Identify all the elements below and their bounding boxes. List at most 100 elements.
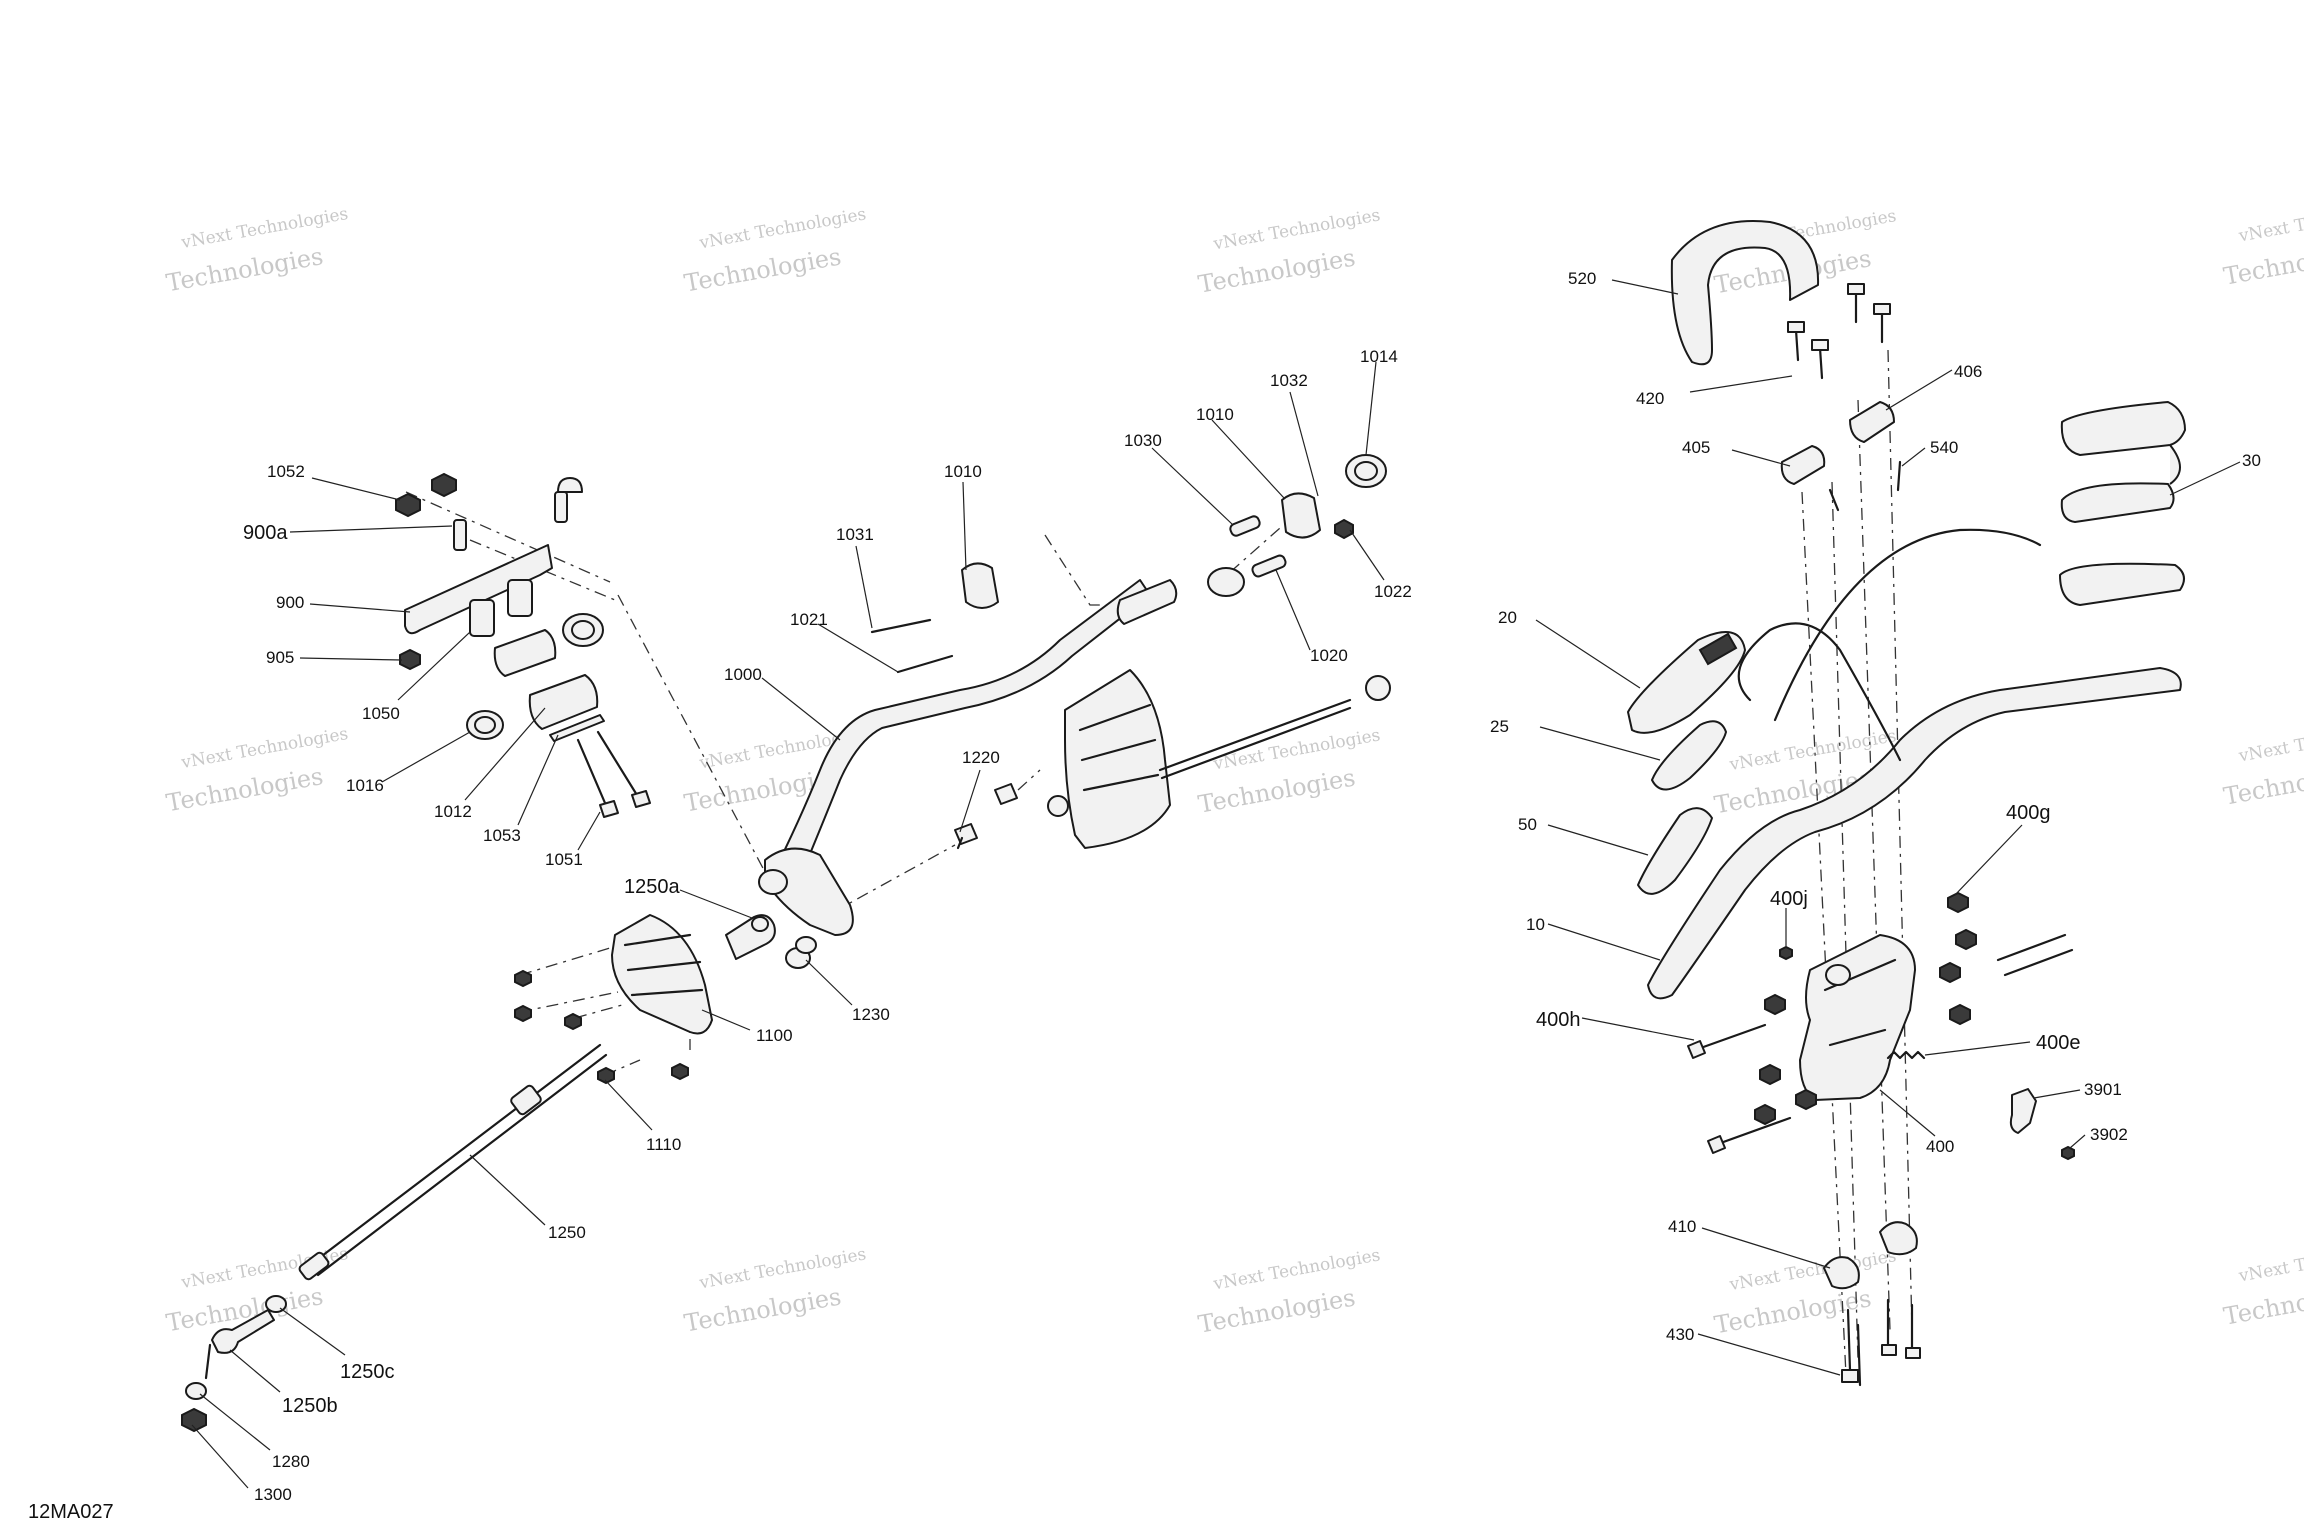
gear-housing-1100	[611, 914, 713, 1035]
leader-1010b	[1211, 419, 1285, 499]
shim-1053	[549, 714, 605, 742]
sleeve-50	[1637, 807, 1713, 895]
leader-25	[1539, 726, 1661, 761]
watermark: vNext Technologies Technologies	[2221, 197, 2304, 290]
screw-540	[1896, 460, 1902, 492]
callout-30: 30	[2242, 451, 2261, 470]
shaft-end	[298, 1251, 330, 1281]
bolt-1051	[596, 730, 642, 802]
bearing-block	[493, 629, 557, 677]
leader-405	[1731, 449, 1791, 467]
assembly-line	[519, 991, 619, 1013]
pin-1030	[1229, 515, 1261, 537]
bolt-1031	[870, 618, 932, 634]
watermark-text: vNext Technologies	[1211, 205, 1382, 254]
grip-30-b	[2059, 562, 2185, 606]
watermark-text: vNext Technologies	[2236, 197, 2304, 246]
tie-rod-end	[1365, 675, 1391, 701]
bolt-400h-head	[1687, 1040, 1706, 1059]
callout-1020: 1020	[1310, 646, 1348, 665]
callout-1250c: 1250c	[340, 1361, 395, 1383]
leader-1220	[959, 769, 981, 833]
column-end-ring	[758, 869, 788, 895]
bolt-1051-head	[631, 790, 651, 808]
nut-1300	[181, 1407, 207, 1433]
leader-1022	[1349, 529, 1385, 581]
clamp-406	[1849, 401, 1895, 443]
assembly-line	[1017, 769, 1041, 791]
bolt-400g	[1996, 933, 2067, 962]
callout-1250: 1250	[548, 1223, 586, 1242]
grip-30-bend	[2169, 444, 2181, 485]
bolt-420-head	[1873, 303, 1891, 315]
leader-1250b	[229, 1349, 281, 1393]
watermark-text: vNext Technologies	[2236, 717, 2304, 766]
watermark-text: Technologies	[2221, 235, 2304, 290]
callout-25: 25	[1490, 717, 1509, 736]
leader-10	[1547, 923, 1661, 961]
bolt-420	[1794, 328, 1800, 362]
watermark-text: vNext Technologies	[697, 1244, 868, 1293]
bolt-1220	[994, 783, 1018, 805]
callout-420: 420	[1636, 389, 1664, 408]
throttle-cable	[1773, 528, 2042, 722]
clamp-405	[1780, 445, 1826, 485]
leader-1230	[805, 959, 853, 1006]
watermark: vNext Technologies Technologies	[1196, 205, 1382, 298]
callout-900: 900	[276, 593, 304, 612]
leader-lines	[191, 279, 2241, 1489]
nut-1022	[1334, 518, 1354, 540]
lower-shaft-1250	[316, 1053, 608, 1277]
spring-400e	[1886, 1050, 1926, 1060]
handlebar-10	[1647, 667, 2182, 1000]
leader-1032	[1289, 391, 1319, 497]
bolt-400h-head	[1707, 1135, 1726, 1154]
assembly-line	[574, 1004, 623, 1019]
callout-1031: 1031	[836, 525, 874, 544]
leader-1031	[855, 545, 873, 629]
callout-20: 20	[1498, 608, 1517, 627]
leader-1000	[761, 677, 841, 741]
leader-1250a	[679, 889, 753, 919]
leader-406	[1885, 369, 1953, 411]
lever-3901	[2009, 1088, 2037, 1134]
leader-400e	[1924, 1041, 2031, 1056]
nut-1052	[395, 492, 421, 518]
grip-30	[2060, 401, 2186, 456]
callout-1021: 1021	[790, 610, 828, 629]
bushing-1050	[469, 599, 495, 637]
steering-column-base	[764, 847, 854, 936]
callout-1012: 1012	[434, 802, 472, 821]
watermark-text: vNext Technologies	[2236, 1237, 2304, 1286]
watermark: vNext Technologies Technologies	[682, 1244, 868, 1337]
callout-1230: 1230	[852, 1005, 890, 1024]
bolt-400h	[1693, 1023, 1767, 1052]
screw-1110	[514, 1004, 532, 1023]
screw-1110	[564, 1012, 582, 1031]
callout-1220: 1220	[962, 748, 1000, 767]
housing-lug	[1047, 795, 1069, 817]
bolt-420-head	[1847, 283, 1865, 295]
screw-1110	[514, 969, 532, 988]
clamp-410	[1879, 1221, 1918, 1256]
bolt-430-head	[1905, 1347, 1921, 1359]
leader-3902	[2069, 1134, 2086, 1149]
leader-540	[1901, 447, 1926, 467]
bolt-400h	[1713, 1116, 1792, 1147]
clamp-1010	[961, 562, 999, 609]
stud-900a	[554, 491, 568, 523]
assembly-line	[1887, 349, 1913, 1331]
watermark-text: vNext Technologies	[179, 724, 350, 773]
callout-900a: 900a	[243, 522, 288, 544]
bracket-900	[404, 544, 553, 635]
leader-900	[309, 603, 411, 613]
callout-406: 406	[1954, 362, 1982, 381]
leader-1016	[381, 731, 471, 783]
watermark: vNext Technologies Technologies	[1196, 725, 1382, 818]
riser-block-400	[1799, 934, 1916, 1101]
watermark-text: Technologies	[2221, 755, 2304, 810]
callout-1250b: 1250b	[282, 1395, 338, 1417]
lower-shaft-1250	[308, 1043, 602, 1267]
nut-400h	[1795, 1088, 1817, 1111]
